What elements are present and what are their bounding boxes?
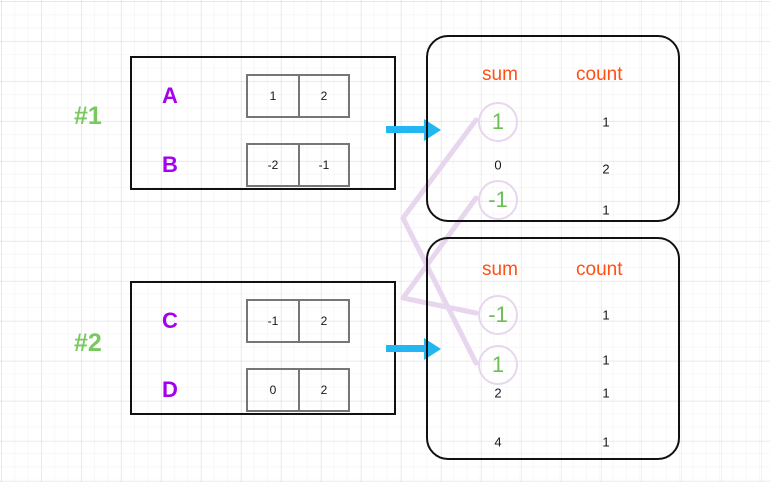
- matrix-cell: 2: [298, 370, 348, 410]
- highlight-circle: [478, 180, 518, 220]
- matrix-row: C -1 2: [162, 299, 350, 343]
- row-name-d: D: [162, 377, 178, 402]
- column-header-count: count: [576, 259, 623, 280]
- row-cells: 0 2: [246, 368, 350, 412]
- table-cell-sum: -1: [488, 187, 508, 212]
- matrix-cell: -1: [298, 145, 348, 185]
- group-label-2: #2: [74, 329, 102, 357]
- table-cell-sum: 1: [491, 109, 505, 134]
- matrix-row: D 0 2: [162, 368, 350, 412]
- table-cell-count: 2: [602, 161, 610, 177]
- row-name-a: A: [162, 83, 178, 108]
- arrow-group2-to-table2: [386, 345, 426, 352]
- group-label-1: #1: [74, 102, 102, 130]
- matrix-cell: 2: [298, 301, 348, 341]
- table-cell-sum: -1: [488, 302, 508, 327]
- highlight-circle: [478, 295, 518, 335]
- row-name-b: B: [162, 152, 178, 177]
- matrix-cell: 0: [269, 383, 277, 397]
- table-cell-sum: 2: [494, 385, 502, 401]
- matrix-panel-1: A 1 2 B -2 -1: [130, 56, 396, 190]
- table-cell-sum: 0: [494, 157, 502, 173]
- row-cells: -1 2: [246, 299, 350, 343]
- table-cell-count: 1: [602, 434, 610, 450]
- table-cell-count: 1: [602, 114, 610, 130]
- table-cell-count: 1: [602, 307, 610, 323]
- matrix-cell: -2: [267, 158, 279, 172]
- highlight-circle: [478, 345, 518, 385]
- column-header-sum: sum: [482, 64, 518, 85]
- matrix-row: A 1 2: [162, 74, 350, 118]
- matrix-cell: 1: [269, 89, 277, 103]
- matrix-panel-2: C -1 2 D 0 2: [130, 281, 396, 415]
- row-name-c: C: [162, 308, 178, 333]
- table-cell-count: 1: [602, 202, 610, 218]
- aggregate-table-2: sum count -1 1 1 1 2 1 4 1: [426, 237, 680, 460]
- matrix-cell: -1: [267, 314, 279, 328]
- column-header-sum: sum: [482, 259, 518, 280]
- row-cells: -2 -1: [246, 143, 350, 187]
- matrix-row: B -2 -1: [162, 143, 350, 187]
- table-cell-count: 1: [602, 385, 610, 401]
- aggregate-table-1: sum count 1 1 0 2 -1 1: [426, 35, 680, 222]
- table-cell-sum: 4: [494, 434, 502, 450]
- matrix-cell: 2: [298, 76, 348, 116]
- column-header-count: count: [576, 64, 623, 85]
- row-cells: 1 2: [246, 74, 350, 118]
- highlight-circle: [478, 102, 518, 142]
- table-cell-sum: 1: [491, 352, 505, 377]
- table-cell-count: 1: [602, 352, 610, 368]
- arrow-group1-to-table1: [386, 126, 426, 133]
